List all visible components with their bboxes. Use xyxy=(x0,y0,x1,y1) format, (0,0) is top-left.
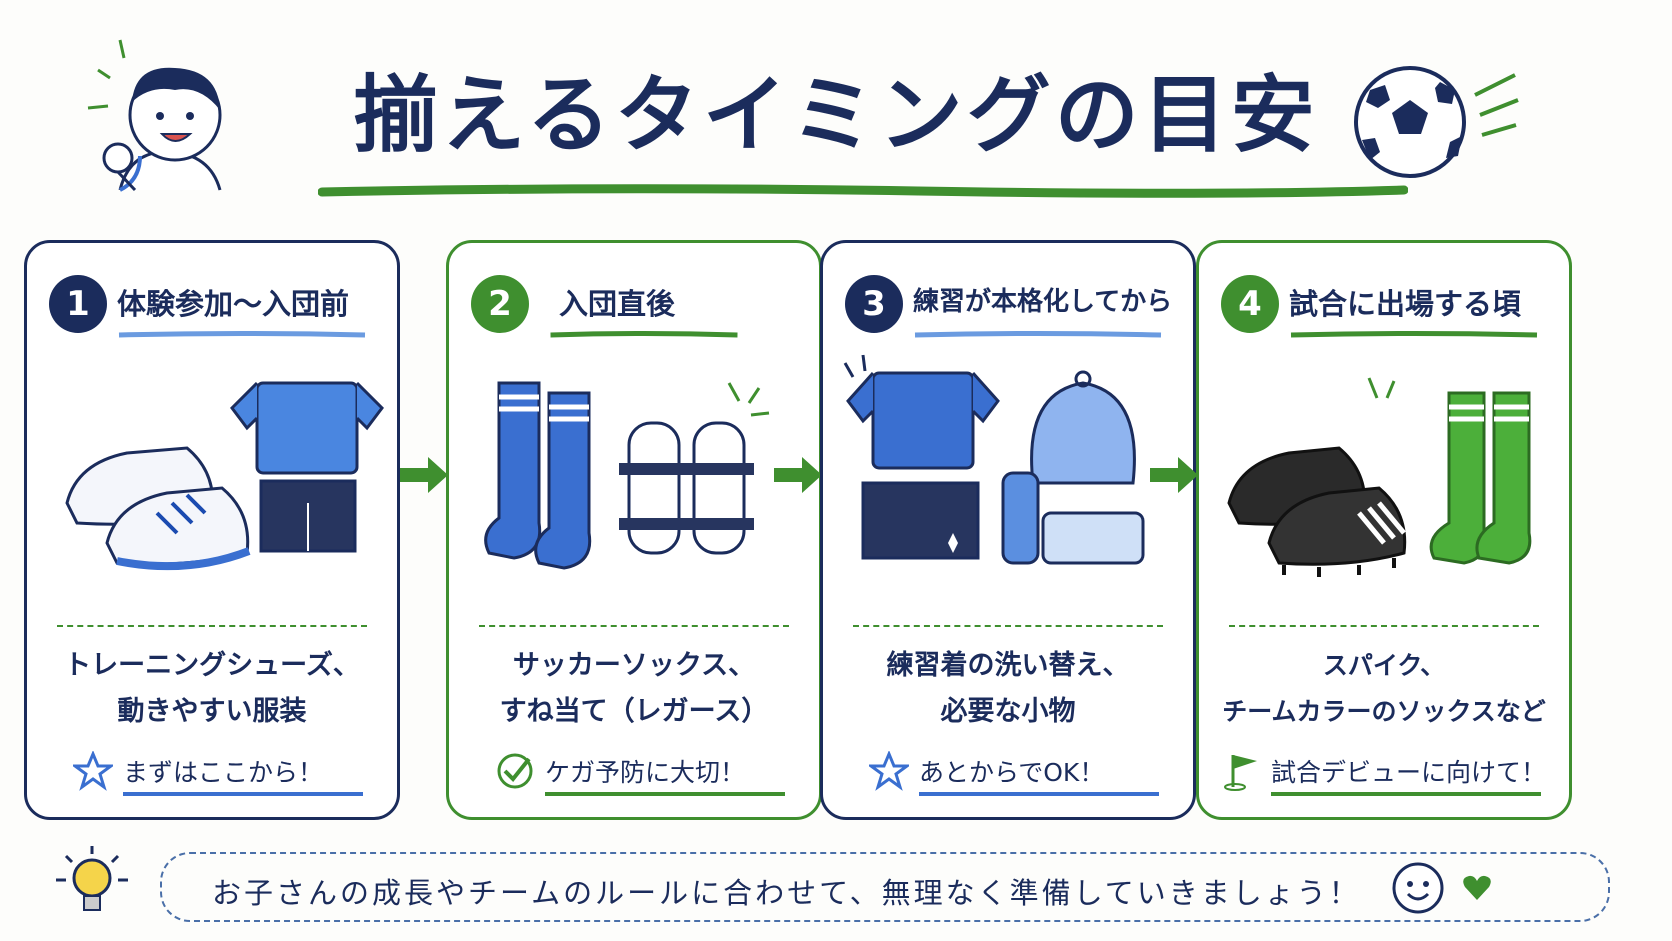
dashed-divider xyxy=(853,625,1163,627)
step-heading: 練習が本格化してから xyxy=(913,287,1173,317)
step-number-badge: 4 xyxy=(1221,275,1279,333)
title-underline xyxy=(318,184,1408,198)
step-heading: 体験参加〜入団前 xyxy=(117,287,350,321)
practice-wear-and-items-illustration xyxy=(843,354,1145,565)
step-number-badge: 3 xyxy=(845,275,903,333)
note-underline xyxy=(919,792,1159,796)
note-underline xyxy=(545,792,785,796)
heart-icon xyxy=(1463,875,1491,900)
spikes-and-team-socks-illustration xyxy=(1227,377,1532,577)
footer-message: お子さんの成長やチームのルールに合わせて、無理なく準備していきましょう！ xyxy=(212,876,1361,910)
description-line: トレーニングシューズ、 xyxy=(64,650,360,681)
footer-message-box: お子さんの成長やチームのルールに合わせて、無理なく準備していきましょう！ xyxy=(160,852,1610,922)
step-number-badge: 2 xyxy=(471,275,529,333)
step-description: サッカーソックス、 すね当て（レガース） xyxy=(449,643,819,735)
step-note: 試合デビューに向けて！ xyxy=(1271,758,1547,787)
description-line: すね当て（レガース） xyxy=(499,696,769,727)
heading-underline xyxy=(914,331,1162,338)
description-line: 必要な小物 xyxy=(940,696,1076,727)
smiley-face-icon xyxy=(1392,862,1444,914)
soccer-ball-icon xyxy=(1340,60,1520,180)
flag-icon xyxy=(1224,755,1257,791)
heading-underline xyxy=(1290,331,1538,338)
description-line: 練習着の洗い替え、 xyxy=(886,650,1130,681)
step-description: トレーニングシューズ、 動きやすい服装 xyxy=(27,643,397,735)
dashed-divider xyxy=(57,625,367,627)
step-description: 練習着の洗い替え、 必要な小物 xyxy=(823,643,1193,735)
step-heading: 試合に出場する頃 xyxy=(1289,287,1522,321)
socks-and-shin-guards-illustration xyxy=(484,381,770,570)
step-card-1: 1 体験参加〜入団前 トレーニングシューズ、 動きやすい服装 まずはここから！ xyxy=(24,240,400,820)
star-icon xyxy=(869,751,909,791)
training-shoes-and-clothes-illustration xyxy=(65,381,384,571)
star-icon xyxy=(73,751,113,791)
step-card-2: 2 入団直後 サッカーソックス、 すね当て（レガース） ケガ予防に大切！ xyxy=(446,240,822,820)
step-description: スパイク、 チームカラーのソックスなど xyxy=(1199,643,1569,735)
step-note: ケガ予防に大切！ xyxy=(545,758,746,787)
step-card-3: 3 練習が本格化してから 練習着の洗い替え、 必要な小物 あとからでOK！ xyxy=(820,240,1196,820)
light-bulb-icon xyxy=(52,842,132,922)
description-line: 動きやすい服装 xyxy=(117,696,307,727)
step-heading: 入団直後 xyxy=(559,287,676,321)
heading-underline xyxy=(550,331,738,338)
arrow-right-icon xyxy=(1150,457,1198,493)
arrow-right-icon xyxy=(400,457,448,493)
description-line: サッカーソックス、 xyxy=(512,650,756,681)
check-icon xyxy=(497,753,533,789)
heading-underline xyxy=(118,331,366,338)
step-note: あとからでOK！ xyxy=(919,758,1105,787)
arrow-right-icon xyxy=(774,457,822,493)
description-line: スパイク、 xyxy=(1322,651,1446,680)
page-title: 揃えるタイミングの目安 xyxy=(353,66,1319,164)
step-note: まずはここから！ xyxy=(123,758,324,787)
note-underline xyxy=(123,792,363,796)
dashed-divider xyxy=(1229,625,1539,627)
step-number-badge: 1 xyxy=(49,275,107,333)
note-underline xyxy=(1271,792,1541,796)
dashed-divider xyxy=(479,625,789,627)
step-card-4: 4 試合に出場する頃 スパイク、 チームカラーのソックスなど 試合デビューに向け… xyxy=(1196,240,1572,820)
boy-illustration xyxy=(80,30,250,195)
description-line: チームカラーのソックスなど xyxy=(1222,697,1546,726)
